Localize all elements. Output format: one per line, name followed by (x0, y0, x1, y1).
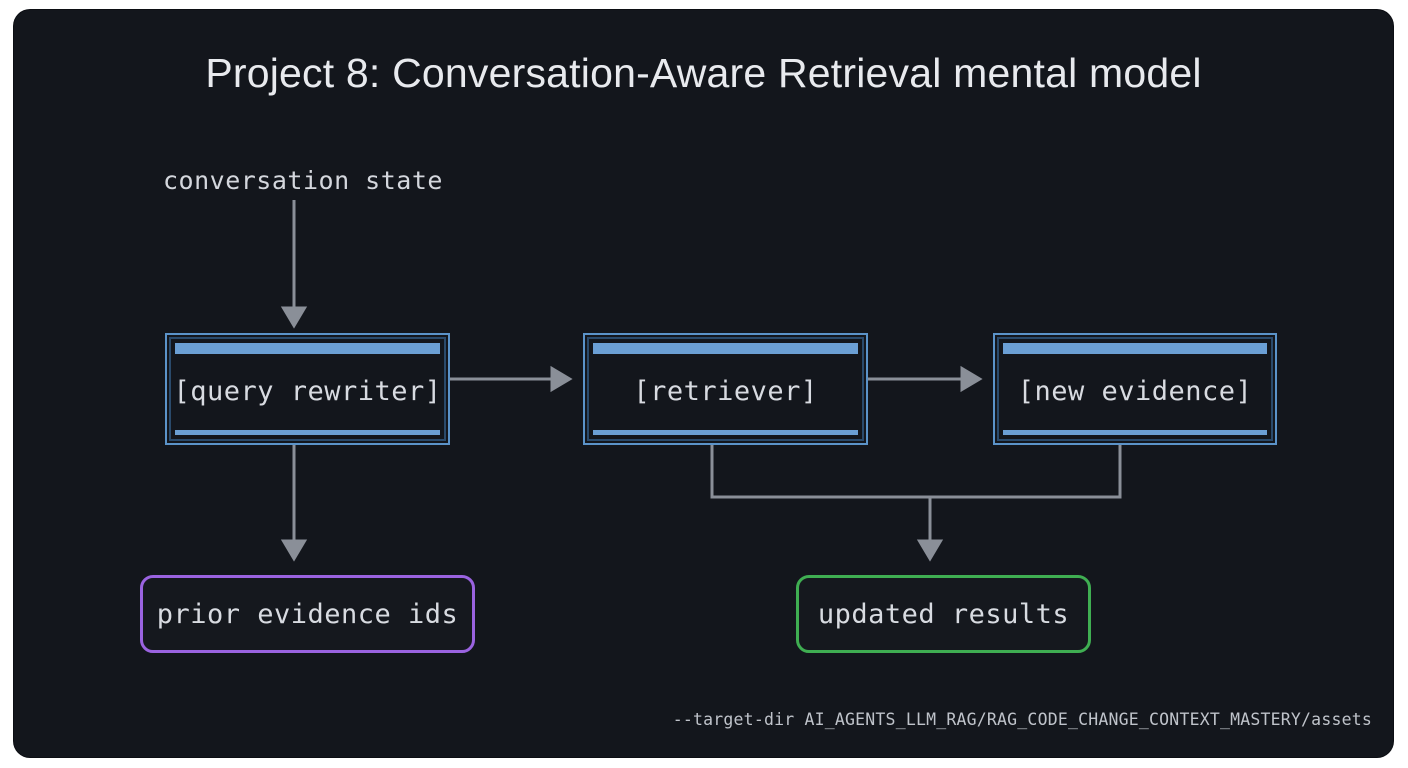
node-query-rewriter[interactable]: [query rewriter] (165, 333, 450, 445)
node-query-rewriter-label: [query rewriter] (173, 375, 442, 407)
node-new-evidence-bottom-accent (1003, 430, 1267, 435)
node-retriever[interactable]: [retriever] (583, 333, 868, 445)
node-new-evidence[interactable]: [new evidence] (993, 333, 1277, 445)
node-query-rewriter-top-accent (175, 343, 440, 354)
node-updated-results-label: updated results (817, 598, 1070, 630)
node-retriever-label: [retriever] (633, 375, 818, 407)
page-title: Project 8: Conversation-Aware Retrieval … (205, 50, 1202, 96)
node-query-rewriter-bottom-accent (175, 430, 440, 435)
node-new-evidence-top-accent (1003, 343, 1267, 354)
diagram-panel: Project 8: Conversation-Aware Retrieval … (14, 10, 1393, 757)
node-prior-evidence-ids[interactable]: prior evidence ids (140, 575, 475, 653)
node-retriever-bottom-accent (593, 430, 858, 435)
node-new-evidence-label: [new evidence] (1017, 375, 1253, 407)
node-prior-evidence-ids-label: prior evidence ids (156, 598, 459, 630)
node-updated-results[interactable]: updated results (796, 575, 1091, 653)
node-retriever-top-accent (593, 343, 858, 354)
footer-target-dir-note: --target-dir AI_AGENTS_LLM_RAG/RAG_CODE_… (672, 710, 1372, 729)
input-label-conversation-state: conversation state (163, 166, 443, 195)
